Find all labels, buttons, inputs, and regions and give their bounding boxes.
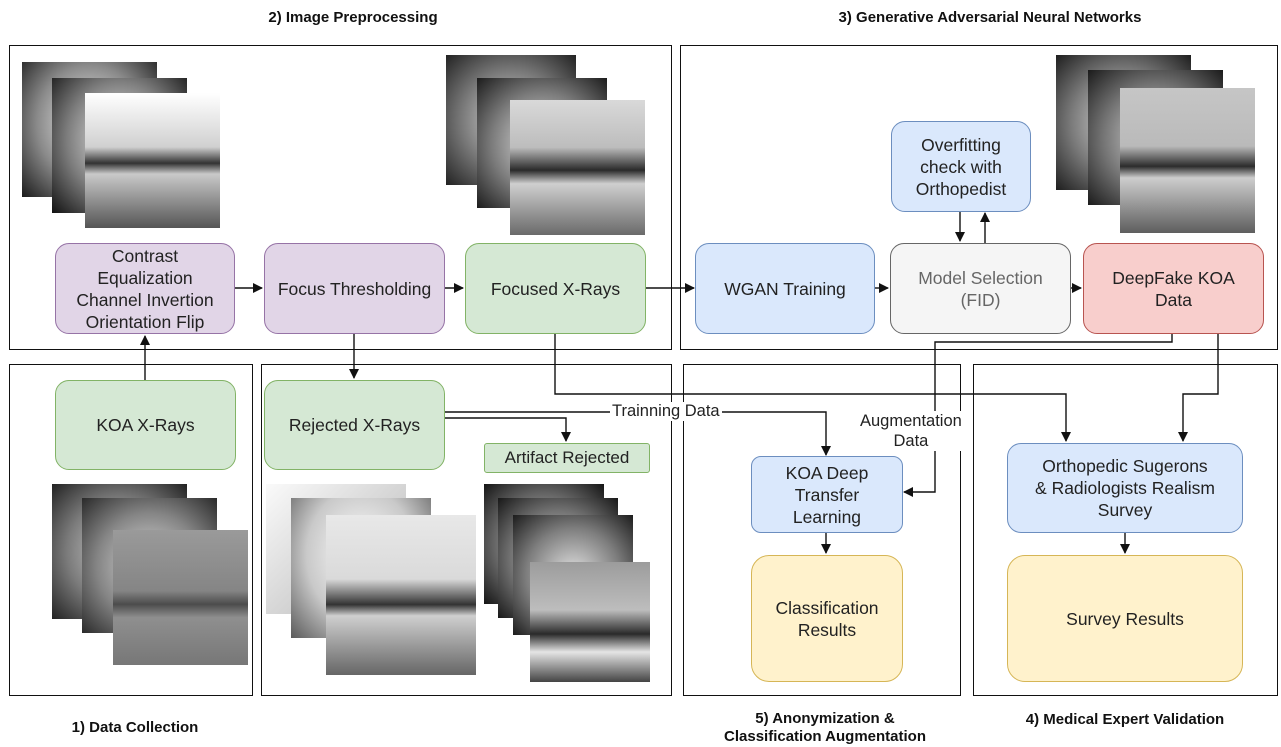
node-realism-survey: Orthopedic Sugerons & Radiologists Reali… bbox=[1007, 443, 1243, 533]
node-koa-deep-transfer: KOA Deep Transfer Learning bbox=[751, 456, 903, 533]
xray-image bbox=[530, 562, 650, 682]
xray-image bbox=[510, 100, 645, 235]
label-training-data: Trainning Data bbox=[610, 402, 722, 421]
node-overfitting-check: Overfitting check with Orthopedist bbox=[891, 121, 1031, 212]
title-anonymization: 5) Anonymization & Classification Augmen… bbox=[724, 710, 926, 745]
edge-rejected-to-artifact bbox=[444, 417, 571, 442]
label-augmentation-data: Augmentation Data bbox=[858, 411, 964, 451]
edge-rejected-to-transfer bbox=[444, 411, 831, 456]
node-rejected-xrays: Rejected X-Rays bbox=[264, 380, 445, 470]
node-focused-xrays: Focused X-Rays bbox=[465, 243, 646, 334]
node-contrast-equalization: Contrast Equalization Channel Invertion … bbox=[55, 243, 235, 334]
edge-deepfake-to-transfer bbox=[903, 334, 1173, 497]
node-koa-xrays: KOA X-Rays bbox=[55, 380, 236, 470]
node-model-selection: Model Selection (FID) bbox=[890, 243, 1071, 334]
node-deepfake-koa-data: DeepFake KOA Data bbox=[1083, 243, 1264, 334]
xray-image bbox=[113, 530, 248, 665]
xray-image bbox=[1120, 88, 1255, 233]
node-survey-results: Survey Results bbox=[1007, 555, 1243, 682]
node-classification-results: Classification Results bbox=[751, 555, 903, 682]
edge-focused-to-survey bbox=[554, 334, 1071, 442]
node-wgan-training: WGAN Training bbox=[695, 243, 875, 334]
title-image-preprocessing: 2) Image Preprocessing bbox=[268, 9, 438, 26]
node-focus-thresholding: Focus Thresholding bbox=[264, 243, 445, 334]
title-gan: 3) Generative Adversarial Neural Network… bbox=[838, 9, 1142, 26]
xray-image bbox=[85, 93, 220, 228]
node-artifact-rejected: Artifact Rejected bbox=[484, 443, 650, 473]
edge-deepfake-to-survey bbox=[1178, 334, 1219, 442]
xray-image bbox=[326, 515, 476, 675]
title-medical-validation: 4) Medical Expert Validation bbox=[1025, 711, 1225, 728]
title-data-collection: 1) Data Collection bbox=[71, 719, 199, 736]
